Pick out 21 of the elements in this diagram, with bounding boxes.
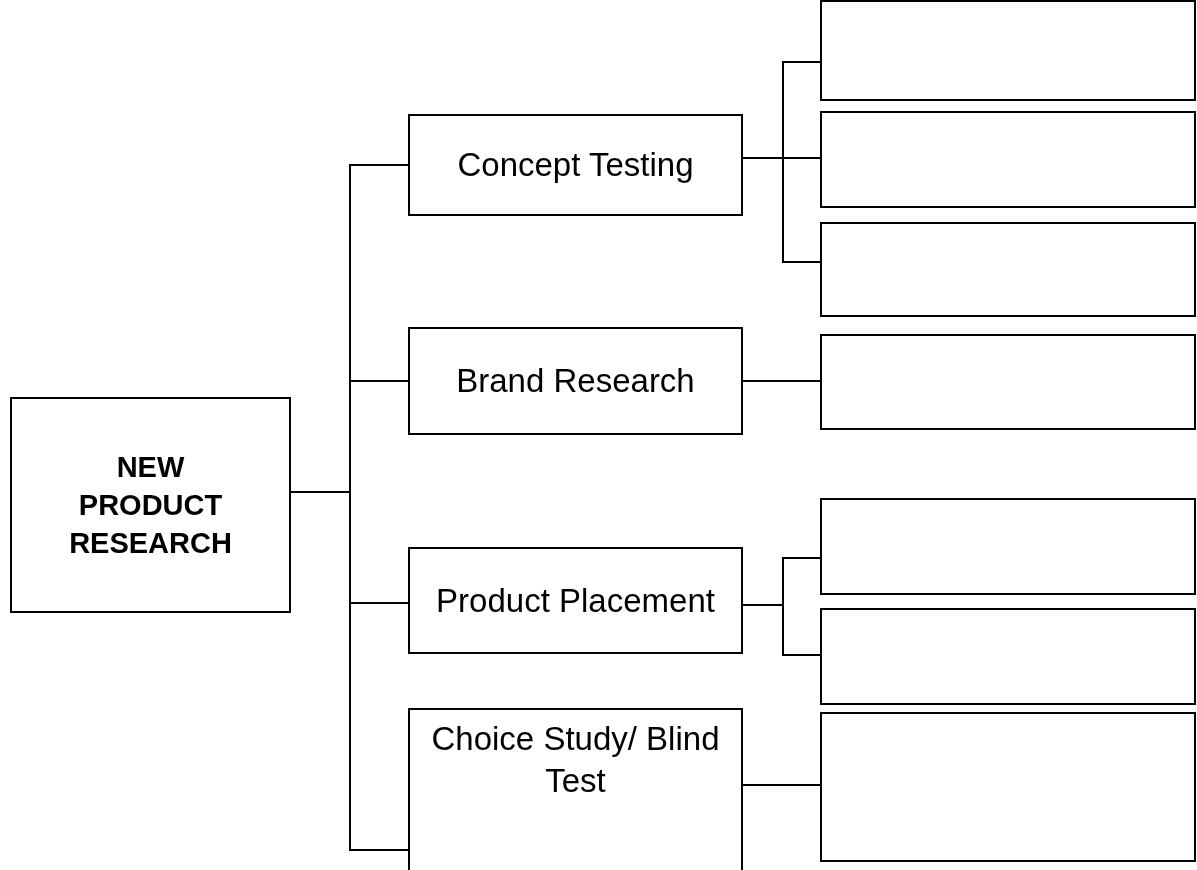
empty-box (820, 111, 1196, 208)
root-box (10, 397, 291, 613)
empty-box (820, 334, 1196, 430)
connector-line (742, 157, 821, 263)
category-label: Product Placement (436, 580, 715, 621)
category-box (408, 547, 743, 654)
empty-box (820, 0, 1196, 101)
category-label: Concept Testing (457, 145, 694, 185)
empty-box (820, 712, 1196, 862)
root-title: NEW PRODUCT RESEARCH (68, 450, 233, 561)
empty-box (820, 608, 1196, 705)
category-box (408, 708, 743, 870)
category-box (408, 114, 743, 216)
category-box (408, 327, 743, 435)
connector-line (742, 380, 821, 382)
connector-line (742, 784, 821, 786)
empty-box (820, 498, 1196, 595)
empty-box (820, 222, 1196, 317)
category-label: Choice Study/ Blind Test (430, 719, 721, 801)
category-label: Brand Research (456, 361, 695, 401)
connector-line (742, 604, 821, 656)
